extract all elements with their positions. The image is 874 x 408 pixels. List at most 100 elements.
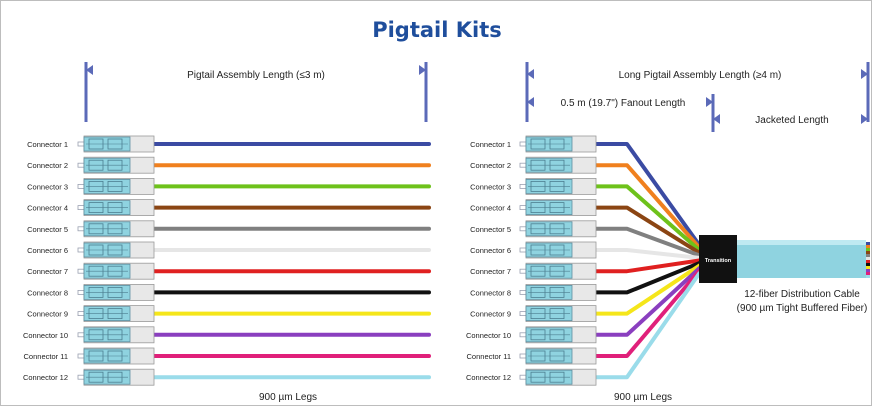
left-connector-label: Connector 11: [24, 352, 68, 361]
connector-body: [519, 326, 597, 344]
left-connector-label: Connector 10: [23, 331, 68, 340]
connector-body: [77, 283, 155, 301]
fanout-fiber-leg: [592, 263, 702, 316]
cable-highlight: [736, 240, 866, 245]
connector-body: [519, 177, 597, 195]
connector-body: [519, 199, 597, 217]
right-connector-label: Connector 4: [470, 204, 511, 213]
connector-body: [77, 156, 155, 174]
left-connector-label: Connector 1: [27, 140, 68, 149]
right-connector-label: Connector 12: [466, 373, 511, 382]
connector-body: [519, 262, 597, 280]
connector-body: [77, 199, 155, 217]
connector-body: [77, 347, 155, 365]
cable-fiber-tips: [866, 242, 870, 278]
transition-label: Transition: [705, 258, 732, 264]
right-connector-label: Connector 9: [470, 310, 511, 319]
connector-body: [77, 305, 155, 323]
connector-body: [519, 156, 597, 174]
connector-body: [519, 135, 597, 153]
long-dim-arrow-start: [527, 69, 534, 79]
right-connector-label: Connector 2: [470, 161, 511, 170]
left-connector-label: Connector 6: [27, 246, 68, 255]
right-connector-label: Connector 7: [470, 267, 511, 276]
connector-body: [519, 347, 597, 365]
left-connector-label: Connector 12: [23, 373, 68, 382]
fanout-fiber-leg: [592, 184, 702, 253]
left-dim-arrow-start: [86, 65, 93, 75]
connector-body: [77, 326, 155, 344]
right-connector-label: Connector 11: [467, 352, 511, 361]
connector-body: [77, 220, 155, 238]
fanout-dim-arrow-end: [706, 97, 713, 107]
right-connector-label: Connector 5: [470, 225, 511, 234]
left-connector-rows: Connector 1 Connector 2 Connector 3 Connect…: [23, 135, 431, 386]
long-dim-arrow-end: [861, 69, 868, 79]
jacketed-dim-arrow-end: [861, 114, 868, 124]
transition-block: [699, 235, 737, 283]
right-connector-label: Connector 1: [470, 140, 511, 149]
right-legs-label: 900 µm Legs: [614, 392, 672, 403]
connector-body: [77, 262, 155, 280]
connector-body: [519, 241, 597, 259]
fanout-length-label: 0.5 m (19.7") Fanout Length: [561, 98, 686, 109]
connector-body: [519, 283, 597, 301]
left-connector-label: Connector 7: [27, 267, 68, 276]
connector-body: [519, 368, 597, 386]
connector-body: [519, 305, 597, 323]
fiber-tip: [866, 257, 870, 260]
fanout-fiber-leg: [592, 205, 702, 255]
fanout-fiber-leg: [592, 258, 701, 274]
fiber-tip: [866, 266, 870, 269]
fanout-fiber-leg: [592, 163, 702, 250]
left-dimension-label: Pigtail Assembly Length (≤3 m): [187, 70, 325, 81]
connector-body: [77, 368, 155, 386]
fiber-tip: [866, 263, 870, 266]
fanout-fiber-leg: [592, 266, 702, 337]
fiber-tip: [866, 260, 870, 263]
jacketed-length-label: Jacketed Length: [755, 115, 828, 126]
fanout-fiber-leg: [592, 271, 702, 380]
fiber-tip: [866, 251, 870, 254]
right-connector-label: Connector 6: [470, 246, 511, 255]
left-dim-arrow-end: [419, 65, 426, 75]
fiber-tip: [866, 275, 870, 278]
right-connector-label: Connector 10: [466, 331, 511, 340]
fanout-fiber-leg: [592, 226, 701, 258]
fanout-fiber-leg: [592, 268, 702, 358]
connector-body: [77, 177, 155, 195]
left-connector-label: Connector 2: [27, 161, 68, 170]
left-connector-label: Connector 3: [27, 182, 68, 191]
jacketed-dim-arrow-start: [713, 114, 720, 124]
right-dimension-label: Long Pigtail Assembly Length (≥4 m): [619, 70, 782, 81]
cable-jacket: [736, 240, 866, 278]
fiber-tip: [866, 254, 870, 257]
fiber-tip: [866, 269, 870, 272]
fanout-fiber-leg: [592, 260, 701, 295]
left-connector-label: Connector 9: [27, 310, 68, 319]
fiber-tip: [866, 248, 870, 251]
fiber-tip: [866, 245, 870, 248]
left-connector-label: Connector 8: [27, 288, 68, 297]
cable-label-line2: (900 µm Tight Buffered Fiber): [737, 303, 868, 314]
right-connector-label: Connector 3: [470, 182, 511, 191]
distribution-cable: Transition 12-fiber Distribution Cable (…: [699, 235, 870, 314]
fiber-tip: [866, 242, 870, 245]
right-connector-label: Connector 8: [470, 288, 511, 297]
right-dimensions: Long Pigtail Assembly Length (≥4 m) 0.5 …: [525, 62, 870, 132]
left-legs-label: 900 µm Legs: [259, 392, 317, 403]
left-connector-label: Connector 5: [27, 225, 68, 234]
left-dimension: Pigtail Assembly Length (≤3 m): [84, 62, 428, 122]
connector-body: [519, 220, 597, 238]
right-connector-rows: Connector 1 Connector 2 Connector 3 Connect…: [466, 135, 702, 386]
fanout-dim-arrow-start: [527, 97, 534, 107]
fanout-fiber-leg: [592, 142, 702, 248]
fiber-tip: [866, 272, 870, 275]
connector-body: [77, 135, 155, 153]
left-connector-label: Connector 4: [27, 204, 68, 213]
cable-label-line1: 12-fiber Distribution Cable: [744, 289, 860, 300]
connector-body: [77, 241, 155, 259]
page-title: Pigtail Kits: [372, 18, 502, 42]
